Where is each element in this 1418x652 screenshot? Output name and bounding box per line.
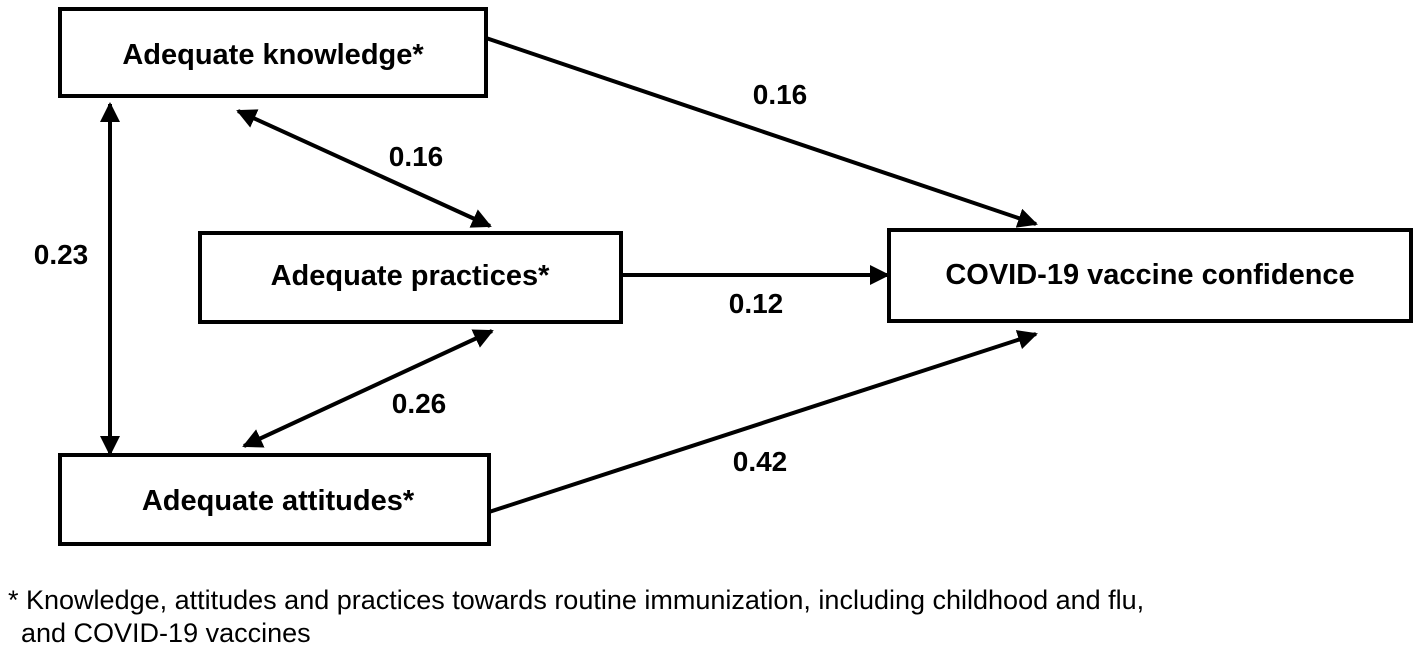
node-practices: Adequate practices* <box>198 231 623 324</box>
edge-knowledge-to-confidence <box>485 36 1038 228</box>
node-knowledge: Adequate knowledge* <box>58 7 488 98</box>
coef-knowledge-practices: 0.16 <box>389 141 444 172</box>
coef-knowledge-confidence: 0.16 <box>753 79 808 110</box>
coef-practices-attitudes: 0.26 <box>392 388 447 419</box>
node-practices-label: Adequate practices* <box>271 260 551 292</box>
coef-knowledge-attitudes: 0.23 <box>34 239 89 270</box>
edge-knowledge-practices <box>236 109 492 228</box>
node-attitudes: Adequate attitudes* <box>58 453 491 546</box>
node-confidence: COVID-19 vaccine confidence <box>887 228 1413 323</box>
edge-attitudes-practices <box>242 329 494 448</box>
footnote-line-1: * Knowledge, attitudes and practices tow… <box>8 585 1145 615</box>
node-confidence-label: COVID-19 vaccine confidence <box>945 259 1354 291</box>
coef-practices-confidence: 0.12 <box>729 288 784 319</box>
coef-attitudes-confidence: 0.42 <box>733 446 788 477</box>
node-knowledge-label: Adequate knowledge* <box>122 39 424 71</box>
footnote: * Knowledge, attitudes and practices tow… <box>8 584 1413 650</box>
edge-attitudes-to-confidence <box>488 330 1038 514</box>
footnote-line-2: and COVID-19 vaccines <box>21 618 311 648</box>
path-diagram: Adequate knowledge* Adequate practices* … <box>34 7 1413 546</box>
node-attitudes-label: Adequate attitudes* <box>142 485 415 517</box>
